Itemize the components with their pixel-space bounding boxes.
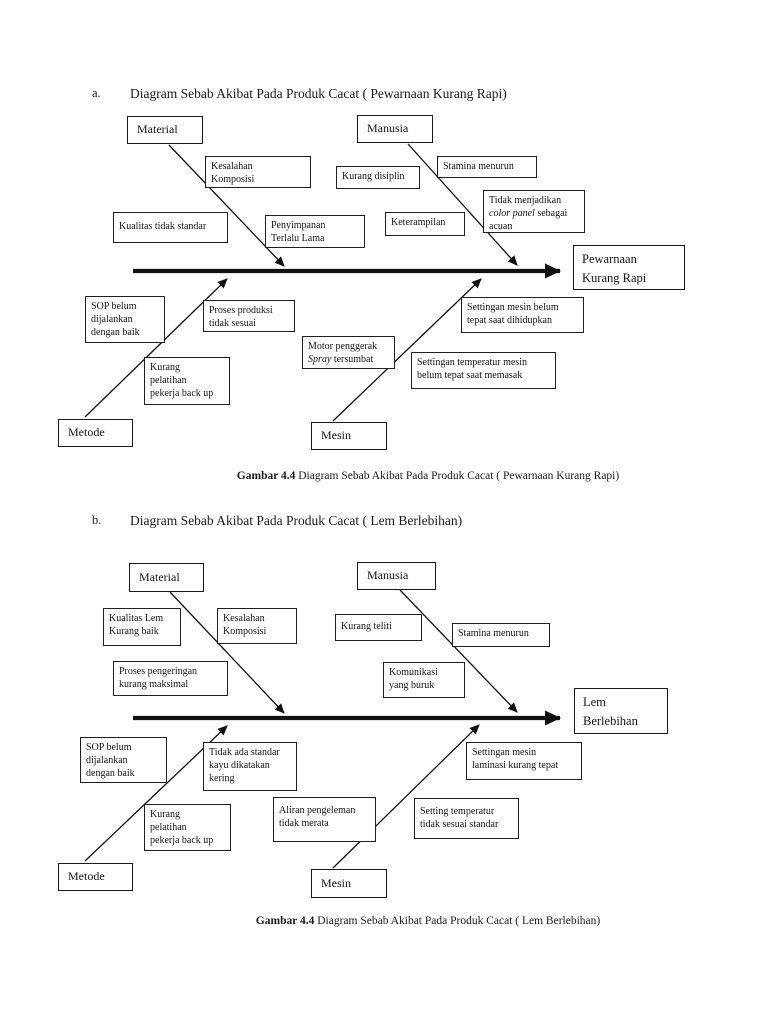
category-box-metode-b: Metode (58, 863, 133, 891)
cause-box-stamina-menurun-b: Stamina menurun (452, 623, 550, 647)
cause-box-motor-penggerak-a: Motor penggerak Spray tersumbat (302, 336, 395, 369)
section-title-text-a: Diagram Sebab Akibat Pada Produk Cacat (… (130, 86, 507, 101)
effect-box-a: Pewarnaan Kurang Rapi (573, 245, 685, 290)
figure-caption-b: Gambar 4.4 Diagram Sebab Akibat Pada Pro… (90, 915, 766, 927)
cause-box-sop-b: SOP belum dijalankan dengan baik (80, 737, 167, 783)
cause-box-proses-pengeringan-b: Proses pengeringan kurang maksimal (113, 661, 228, 696)
cause-box-stamina-menurun-a: Stamina menurun (437, 156, 537, 178)
figure-caption-a: Gambar 4.4 Diagram Sebab Akibat Pada Pro… (90, 470, 766, 482)
caption-text-a: Diagram Sebab Akibat Pada Produk Cacat (… (295, 470, 620, 482)
section-title-a: a. Diagram Sebab Akibat Pada Produk Caca… (92, 86, 507, 102)
category-box-mesin-a: Mesin (311, 422, 387, 450)
cause-box-kesalahan-komposisi-b: Kesalahan Komposisi (217, 608, 297, 644)
cause-box-proses-produksi-a: Proses produksi tidak sesuai (203, 300, 295, 332)
cause-text-italic: color panel (489, 208, 535, 219)
category-box-material-a: Material (127, 116, 203, 144)
category-box-manusia-b: Manusia (357, 562, 436, 590)
caption-text-b: Diagram Sebab Akibat Pada Produk Cacat (… (314, 915, 601, 927)
category-box-metode-a: Metode (58, 419, 133, 447)
cause-box-aliran-pengeleman-b: Aliran pengeleman tidak merata (273, 797, 376, 842)
section-label-a: a. (92, 86, 101, 100)
section-label-b: b. (92, 513, 102, 527)
cause-text: tersumbat (331, 354, 374, 365)
section-title-text-b: Diagram Sebab Akibat Pada Produk Cacat (… (130, 513, 463, 528)
cause-text: Tidak menjadikan (489, 195, 562, 206)
cause-box-tidak-menjadikan-a: Tidak menjadikan color panel sebagai acu… (483, 190, 585, 233)
cause-box-kurang-pelatihan-a: Kurang pelatihan pekerja back up (144, 357, 230, 405)
cause-box-penyimpanan-a: Penyimpanan Terlalu Lama (265, 215, 365, 248)
cause-text: sebagai acuan (489, 208, 568, 232)
cause-box-sop-a: SOP belum dijalankan dengan baik (85, 296, 165, 343)
cause-box-kualitas-lem-b: Kualitas Lem Kurang baik (103, 608, 181, 646)
caption-number-a: Gambar 4.4 (236, 470, 296, 482)
cause-text-italic: Spray (308, 354, 332, 365)
cause-box-keterampilan-a: Keterampilan (385, 212, 465, 236)
cause-box-settingan-mesin-a: Settingan mesin belum tepat saat dihidup… (461, 297, 584, 333)
cause-box-settingan-temperatur-a: Settingan temperatur mesin belum tepat s… (411, 352, 556, 389)
category-box-manusia-a: Manusia (357, 115, 433, 143)
cause-box-tidak-ada-standar-b: Tidak ada standar kayu dikatakan kering (203, 742, 297, 791)
cause-box-kualitas-tidak-standar-a: Kualitas tidak standar (113, 212, 228, 243)
cause-box-settingan-laminasi-b: Settingan mesin laminasi kurang tepat (466, 742, 582, 780)
category-box-mesin-b: Mesin (311, 869, 387, 898)
cause-box-kurang-pelatihan-b: Kurang pelatihan pekerja back up (144, 804, 231, 851)
cause-box-setting-temperatur-b: Setting temperatur tidak sesuai standar (414, 798, 519, 839)
section-title-b: b. Diagram Sebab Akibat Pada Produk Caca… (92, 513, 462, 529)
cause-box-kurang-teliti-b: Kurang teliti (335, 614, 422, 641)
caption-number-b: Gambar 4.4 (255, 915, 315, 927)
effect-box-b: Lem Berlebihan (574, 688, 668, 734)
cause-box-kurang-disiplin-a: Kurang disiplin (336, 166, 420, 189)
cause-box-kesalahan-komposisi-a: Kesalahan Komposisi (205, 156, 311, 188)
category-box-material-b: Material (129, 563, 204, 592)
cause-text: Motor penggerak (308, 341, 378, 352)
cause-box-komunikasi-b: Komunikasi yang buruk (383, 662, 465, 698)
